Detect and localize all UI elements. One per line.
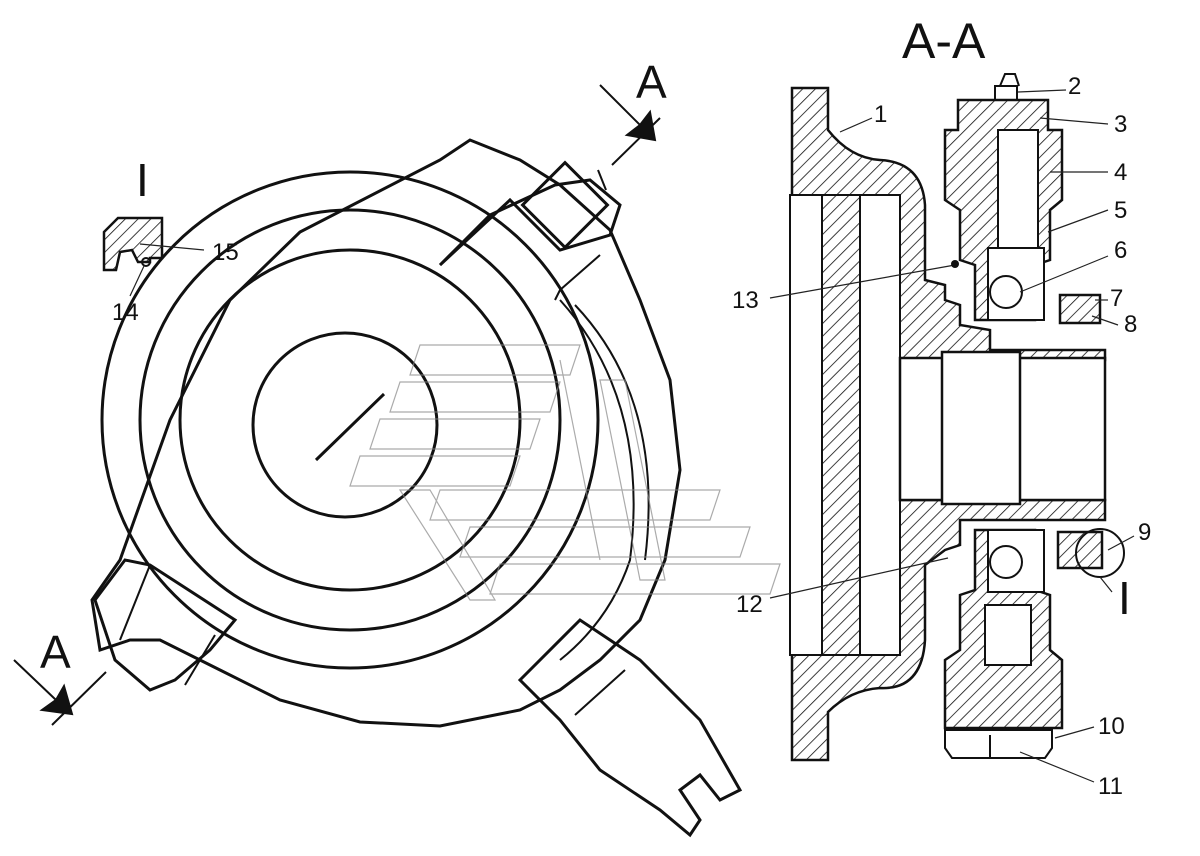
callout-1: 1 [874, 101, 887, 128]
part-13-dot [951, 260, 959, 268]
arrow-bottom-icon [13, 659, 74, 716]
callout-10: 10 [1098, 713, 1125, 740]
callout-9: 9 [1138, 519, 1151, 546]
left-lug-edge [119, 564, 151, 641]
leader-6 [1019, 255, 1109, 293]
shaft-bore [251, 331, 439, 519]
detail-ball [141, 257, 151, 267]
callout-14: 14 [112, 299, 139, 326]
bolt-head-top [520, 160, 610, 250]
shaft-sleeve [940, 350, 1022, 506]
detail-leader [1099, 576, 1113, 593]
leader-5 [1047, 209, 1109, 233]
watermark-logo-icon [349, 344, 781, 601]
leader-3 [1039, 117, 1109, 125]
detail-view: I [102, 154, 205, 297]
upper-bearing [987, 247, 1045, 321]
leader-12 [769, 557, 949, 599]
lower-bearing [987, 529, 1045, 593]
detail-part [102, 216, 164, 272]
arrow-top-icon [599, 84, 657, 142]
leader-13 [769, 264, 956, 299]
arm-edge [574, 669, 626, 716]
detail-ref: I [1118, 572, 1131, 624]
callout-6: 6 [1114, 237, 1127, 264]
leader-14 [129, 265, 145, 297]
callout-13: 13 [732, 287, 759, 314]
callout-4: 4 [1114, 159, 1127, 186]
flange-cavity [859, 194, 901, 656]
outer-ring [100, 170, 600, 670]
flange-bore [789, 194, 823, 656]
left-lug-edge2 [184, 634, 216, 686]
callout-7: 7 [1110, 285, 1123, 312]
top-lug [438, 178, 622, 267]
callout-5: 5 [1114, 197, 1127, 224]
lower-ball [989, 545, 1023, 579]
grease-nipple-tip [999, 73, 1020, 87]
leader-10 [1054, 726, 1095, 739]
leader-2 [1017, 89, 1067, 93]
leader-11 [1019, 751, 1095, 783]
leader-9 [1107, 535, 1135, 551]
callout-12: 12 [736, 591, 763, 618]
housing-outline [90, 138, 682, 728]
shaft-centerline [314, 392, 386, 462]
middle-ring [138, 208, 562, 632]
lower-pin [984, 604, 1032, 666]
section-mark-top: A [636, 56, 667, 108]
front-view [13, 84, 743, 838]
callout-11: 11 [1098, 773, 1123, 800]
bolt-stud-top [597, 169, 607, 191]
callout-3: 3 [1114, 111, 1127, 138]
upper-ball [989, 275, 1023, 309]
callout-8: 8 [1124, 311, 1137, 338]
lower-arm [517, 618, 743, 838]
left-lug [93, 558, 238, 692]
nut [944, 729, 1053, 759]
leader-15 [139, 243, 205, 251]
inner-ring [178, 248, 522, 592]
detail-mark: I [136, 154, 149, 206]
collar-lower [1056, 530, 1104, 570]
leader-8 [1091, 315, 1119, 326]
collar-upper [1058, 293, 1102, 325]
rib-arc [559, 299, 635, 661]
section-title: A-A [902, 13, 986, 69]
callout-2: 2 [1068, 73, 1081, 100]
section-mark-bottom: A [40, 626, 71, 678]
callout-15: 15 [212, 239, 239, 266]
leader-1 [839, 117, 873, 133]
upper-pin [997, 129, 1039, 251]
section-view [789, 73, 1125, 762]
grease-nipple [994, 85, 1018, 101]
lug-edge [554, 254, 601, 301]
leader-lines [769, 89, 1135, 783]
cut-line-bottom [51, 671, 107, 726]
